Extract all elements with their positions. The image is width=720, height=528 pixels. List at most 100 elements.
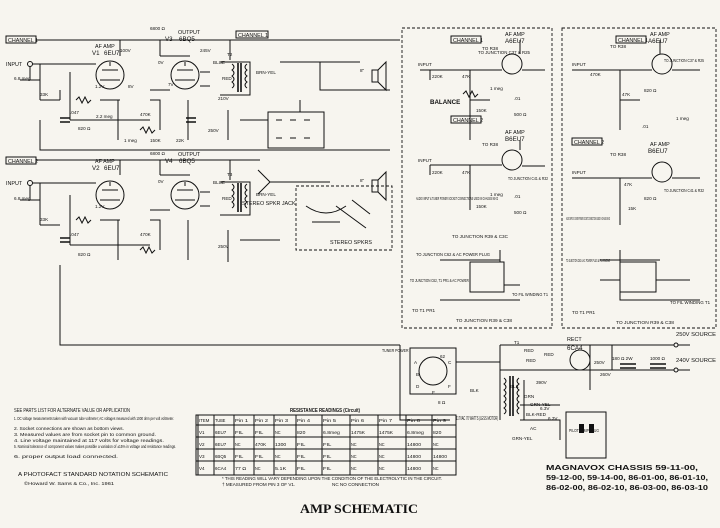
- mid-value-label: 47K: [462, 170, 471, 175]
- input2-label: INPUT: [6, 181, 23, 187]
- switch-contacts: [276, 119, 310, 139]
- v4-tube-icon: [170, 180, 200, 210]
- table-header: Pin 6: [351, 418, 365, 423]
- pilot-pin1-icon: [579, 424, 584, 433]
- table-cell: 6CA4: [215, 466, 227, 471]
- mid-value-label: TO R38: [482, 142, 498, 147]
- mid-value-label: 220K: [432, 74, 444, 79]
- notes-block: SEE PARTS LIST FOR ALTERNATE VALUE OR AP…: [14, 408, 176, 486]
- mid-amp2-tube-icon: [501, 149, 523, 171]
- out1-label: 250V SOURCE: [676, 332, 716, 338]
- table-cell: 820: [297, 430, 306, 435]
- power-value-label: BLK: [470, 388, 480, 393]
- channel2-wiring: [20, 159, 400, 346]
- right-note4: TO JUNCTION C41 & R32: [664, 188, 704, 193]
- right-ch1-label: CHANNEL 1: [618, 38, 648, 44]
- rating-label: 117VAC 70 WATTS (LESS MOTOR): [456, 416, 498, 422]
- table-header: Pin 3: [275, 418, 289, 423]
- right-amp2-tube: B6EU7: [648, 148, 668, 155]
- pilot-label: PILOT LAMP PLUG: [569, 428, 599, 433]
- table-cell: FIL: [323, 454, 332, 459]
- mid-amp1-tube: A6EU7: [505, 38, 525, 45]
- mid-amp2-tube: B6EU7: [505, 136, 525, 143]
- power-value-label: C: [448, 360, 452, 365]
- table-header: Pin 5: [323, 418, 337, 423]
- left-value-label: 210V: [218, 96, 230, 101]
- right-note5: TO FIL WINDING T1: [670, 300, 710, 305]
- table-cell: 1300: [275, 442, 287, 447]
- v3-tube-icon: [170, 60, 200, 90]
- right-note7: TO JUNCTION R39 & C38: [616, 320, 674, 325]
- right-value-label: 820 Ω: [644, 196, 657, 201]
- mid-note4: TO T1 PR1: [412, 308, 436, 313]
- mid-ch2-label: CHANNEL 2: [453, 118, 483, 124]
- power-value-label: 8 Ω: [438, 400, 446, 405]
- stereo-speaker-wiring: [305, 199, 371, 229]
- power-value-label: BLK: [510, 384, 520, 389]
- v2-tube: 6EU7: [104, 165, 120, 172]
- right-wiring: [572, 40, 700, 301]
- power-wiring: [60, 344, 690, 440]
- out2-terminal-icon: [673, 367, 679, 373]
- input1-jack-icon: [27, 61, 33, 67]
- left-value-label: 6800 Ω: [150, 26, 165, 31]
- note-line: 3. Measured values are from socket pin t…: [14, 432, 156, 437]
- power-supply-section: TUNER POWER SOCKET RECT 6CA4 250V SOURCE…: [60, 332, 716, 459]
- mid-value-label: .01: [514, 194, 521, 199]
- power-value-label: 6.3V: [540, 406, 550, 411]
- rect-label: RECT: [567, 337, 582, 343]
- right-amp1-tube: A6EU7: [648, 38, 668, 45]
- mid-value-label: 150K: [476, 204, 488, 209]
- table-cell: 14800: [407, 454, 421, 459]
- mid-value-label: 150K: [476, 108, 488, 113]
- v4-tube: 6BQ5: [179, 158, 195, 165]
- power-value-label: 6.3V: [548, 416, 558, 421]
- left-value-label: 1.2V: [95, 84, 105, 89]
- page-title: AMP SCHEMATIC: [300, 501, 418, 516]
- left-value-label: T2: [227, 52, 233, 57]
- left-value-label: .047: [70, 110, 79, 115]
- table-cell: FIL: [255, 430, 264, 435]
- left-value-label: 8V: [128, 84, 135, 89]
- stereo-jack-icon: [257, 169, 290, 195]
- mid-note5: TO FIL WINDING T1: [512, 292, 548, 297]
- v2-tube-icon: [95, 180, 125, 210]
- power-value-label: T1: [514, 340, 520, 345]
- mid-socket-icon: [469, 261, 505, 293]
- right-amp2-role: AF AMP: [650, 142, 670, 148]
- mid-value-label: 1 meg: [490, 86, 503, 91]
- table-cell: NC: [351, 454, 357, 459]
- note-line: SEE PARTS LIST FOR ALTERNATE VALUE OR AP…: [14, 408, 130, 414]
- v4-tube-elements: [175, 182, 195, 201]
- v2-id: V2: [92, 165, 100, 172]
- left-value-label: 1.2V: [95, 204, 105, 209]
- left-value-label: 0V: [158, 60, 165, 65]
- manufacturer-name: MAGNAVOX CHASSIS 59-11-00,: [546, 463, 698, 472]
- v3-role: OUTPUT: [178, 30, 201, 36]
- v2-role: AF AMP: [95, 159, 115, 165]
- mid-amp2-role: AF AMP: [505, 130, 525, 136]
- mid-junc1: TO JUNCTION C37 & R25: [478, 50, 530, 55]
- left-value-label: 820 Ω: [78, 126, 91, 131]
- table-cell: NC: [255, 466, 261, 471]
- mid-value-label: INPUT: [418, 62, 432, 67]
- table-cell: 14800: [407, 466, 421, 471]
- v1-tube: 6EU7: [104, 50, 120, 57]
- table-cell: FIL: [235, 454, 244, 459]
- right-ch2-label: CHANNEL 2: [574, 140, 604, 146]
- left-value-label: 6.8 meg: [14, 196, 31, 201]
- left-value-label: 250V: [208, 128, 220, 133]
- right-value-label: TO R38: [610, 44, 626, 49]
- table-cell: 14800: [433, 454, 447, 459]
- table-header: TUBE: [215, 418, 225, 423]
- power-value-label: RED: [524, 348, 534, 353]
- power-value-label: E: [432, 390, 435, 395]
- stereo-speakers-label: STEREO SPKRS: [330, 240, 372, 246]
- table-cell: 14800: [407, 442, 421, 447]
- left-value-label: RED: [222, 196, 232, 201]
- table-cell: 6.8meg: [407, 430, 424, 435]
- table-header: Pin 4: [297, 418, 311, 423]
- right-value-label: 15K: [628, 206, 637, 211]
